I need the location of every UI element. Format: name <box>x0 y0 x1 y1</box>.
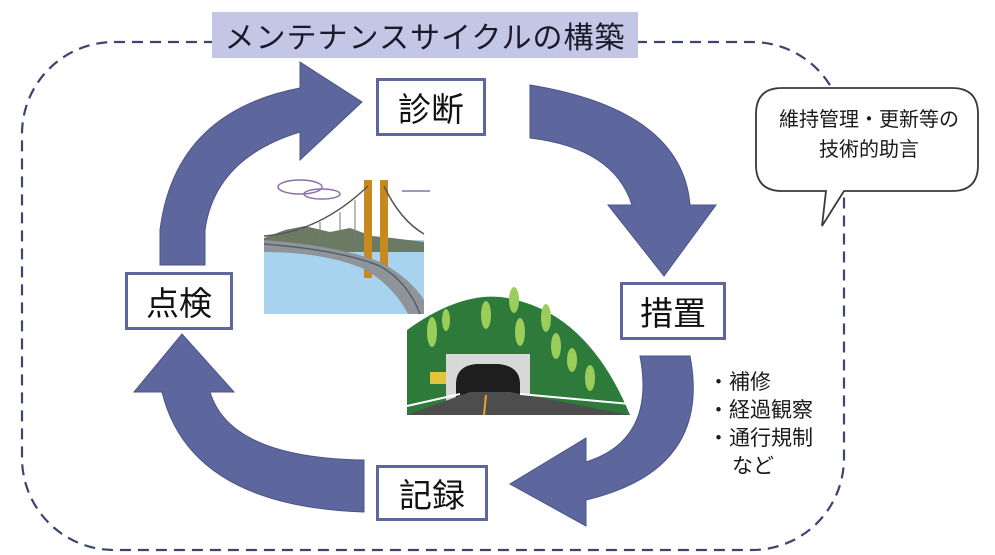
step-action: 措置 <box>620 282 726 340</box>
step-diagnosis: 診断 <box>376 78 486 136</box>
callout-bubble <box>755 87 979 227</box>
cycle-arrows <box>132 61 717 527</box>
bridge-illustration <box>263 179 430 315</box>
callout-text: 維持管理・更新等の 技術的助言 <box>762 104 976 164</box>
arrow-inspection-to-diagnosis <box>159 61 363 266</box>
page-title: メンテナンスサイクルの構築 <box>212 12 638 58</box>
measure-item: ・経過観察 <box>708 398 813 422</box>
callout-line-1: 維持管理・更新等の <box>779 107 959 131</box>
callout-line-2: 技術的助言 <box>819 137 919 161</box>
measures-list: ・補修 ・経過観察 ・通行規制 など <box>708 368 813 480</box>
measure-item: ・補修 <box>708 370 771 394</box>
arrow-diagnosis-to-action <box>529 84 717 277</box>
tunnel-illustration <box>406 287 631 416</box>
measure-etc: など <box>732 454 774 478</box>
step-record: 記録 <box>376 465 488 521</box>
measure-item: ・通行規制 <box>708 426 813 450</box>
arrow-action-to-record <box>509 355 694 527</box>
cycle-boundary <box>20 40 846 552</box>
step-inspection: 点検 <box>125 272 233 330</box>
arrow-record-to-inspection <box>132 333 365 513</box>
